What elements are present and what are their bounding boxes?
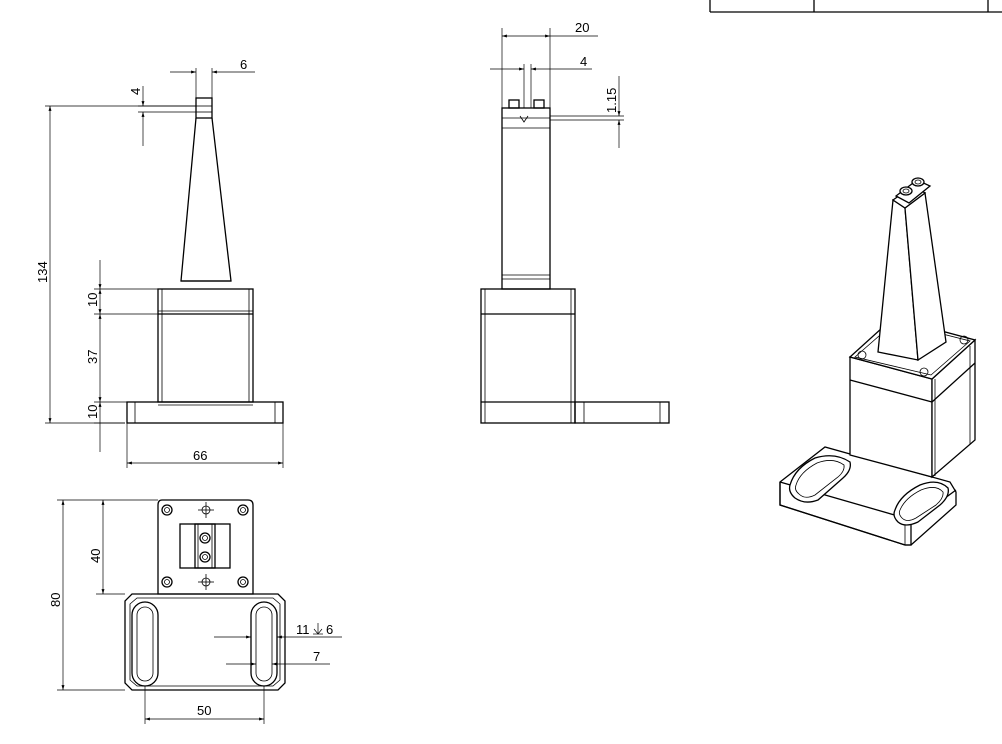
dim-slot-spacing: 50 xyxy=(197,703,211,718)
dim-block-depth: 40 xyxy=(88,549,103,563)
dim-base: 10 xyxy=(85,405,100,419)
dim-tip-width: 6 xyxy=(240,57,247,72)
dim-counterbore: 11 xyxy=(296,622,310,637)
title-block xyxy=(709,0,1002,13)
dim-side-slot: 4 xyxy=(580,54,587,69)
dim-body: 37 xyxy=(85,350,100,364)
dim-counterbore-depth: 6 xyxy=(326,622,333,637)
dim-side-width: 20 xyxy=(575,20,589,35)
dim-tip-height: 4 xyxy=(128,88,143,95)
dim-side-offset: 1.15 xyxy=(604,88,619,113)
side-view xyxy=(480,99,670,424)
front-view-dimensions: 6 4 134 10 37 10 66 xyxy=(35,57,284,468)
isometric-view xyxy=(779,177,977,546)
dim-total-depth: 80 xyxy=(48,593,63,607)
dim-base-width: 66 xyxy=(193,448,207,463)
top-view-dimensions: 40 80 50 11 6 7 xyxy=(48,499,342,724)
side-view-dimensions: 20 4 1.15 xyxy=(490,20,624,148)
front-view xyxy=(126,97,284,424)
top-view xyxy=(124,499,286,691)
dim-slot-width: 7 xyxy=(313,649,320,664)
dim-upper-block: 10 xyxy=(85,293,100,307)
dim-total-height: 134 xyxy=(35,261,50,283)
depth-symbol-icon xyxy=(313,623,323,635)
